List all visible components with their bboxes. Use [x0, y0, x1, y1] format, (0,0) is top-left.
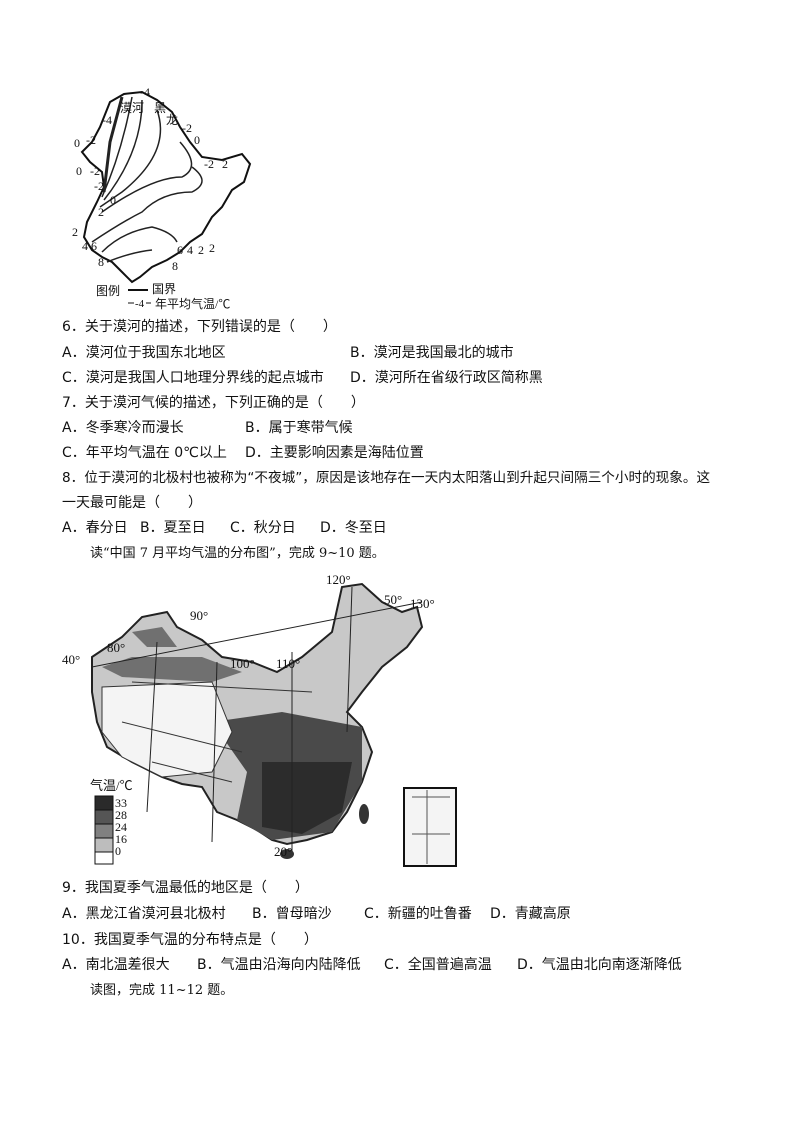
isotherm-label: 0: [76, 164, 82, 178]
legend-title: 气温/℃: [90, 778, 133, 793]
q6-option-a[interactable]: A．漠河位于我国东北地区: [62, 345, 226, 361]
isotherm-label: -2: [182, 121, 192, 135]
legend-isotherm-value: -4: [135, 298, 145, 310]
legend-border: 国界: [152, 282, 176, 296]
q10-option-a[interactable]: A．南北温差很大: [62, 957, 170, 973]
longitude-label: 120°: [326, 572, 351, 587]
isotherm-label: -2: [94, 179, 104, 193]
q7-option-d[interactable]: D．主要影响因素是海陆位置: [245, 445, 424, 461]
legend-value: 16: [115, 832, 127, 846]
isotherm-label: 2: [209, 241, 215, 255]
q8-option-c[interactable]: C．秋分日: [230, 520, 296, 536]
isotherm-label: -2: [86, 133, 96, 147]
isotherm-label: 2: [222, 157, 228, 171]
q10-option-b[interactable]: B．气温由沿海向内陆降低: [197, 957, 361, 973]
legend-value: 24: [115, 820, 127, 834]
question-8-stem: 8．位于漠河的北极村也被称为“不夜城”，原因是该地存在一天内太阳落山到升起只间隔…: [62, 470, 711, 486]
longitude-label: 110°: [276, 656, 300, 671]
isotherm-label: 2: [198, 243, 204, 257]
question-8-stem-cont: 一天最可能是（ ）: [62, 495, 202, 511]
legend-value: 28: [115, 808, 127, 822]
q9-option-d[interactable]: D．青藏高原: [490, 906, 571, 922]
isotherm-label: 6: [177, 243, 183, 257]
isotherm-label: 0: [110, 193, 116, 207]
isotherm-label: -2: [90, 164, 100, 178]
question-10-stem: 10．我国夏季气温的分布特点是（ ）: [62, 932, 318, 948]
legend-value: 0: [115, 844, 121, 858]
q6-option-c[interactable]: C．漠河是我国人口地理分界线的起点城市: [62, 370, 324, 386]
temperature-legend: [94, 795, 114, 865]
longitude-label: 100°: [230, 656, 255, 671]
q6-option-d[interactable]: D．漠河所在省级行政区简称黑: [350, 370, 543, 386]
q7-option-b[interactable]: B．属于寒带气候: [245, 420, 353, 436]
q7-option-a[interactable]: A．冬季寒冷而漫长: [62, 420, 184, 436]
longitude-label: 90°: [190, 608, 208, 623]
question-6-stem: 6．关于漠河的描述，下列错误的是（ ）: [62, 319, 337, 335]
q9-option-b[interactable]: B．曾母暗沙: [252, 906, 332, 922]
q7-option-c[interactable]: C．年平均气温在 0℃以上: [62, 445, 227, 461]
legend-value: 33: [115, 796, 127, 810]
q6-option-b[interactable]: B．漠河是我国最北的城市: [350, 345, 514, 361]
isotherm-label: 4: [82, 239, 88, 253]
longitude-label: 80°: [107, 640, 125, 655]
isotherm-label: -4: [102, 113, 112, 127]
isotherm-label: 8: [172, 259, 178, 273]
q10-option-c[interactable]: C．全国普遍高温: [384, 957, 492, 973]
china-july-temperature-map: 40° 80° 90° 100° 110° 120° 130° 50° 20° …: [62, 572, 457, 867]
q10-option-d[interactable]: D．气温由北向南逐渐降低: [517, 957, 682, 973]
place-label: 漠河: [120, 101, 144, 115]
isotherm-label: 2: [98, 205, 104, 219]
q8-option-b[interactable]: B．夏至日: [140, 520, 206, 536]
latitude-label: 50°: [384, 592, 402, 607]
isotherm-label: 8: [98, 255, 104, 269]
q8-option-d[interactable]: D．冬至日: [320, 520, 387, 536]
instruction-9-10: 读“中国 7 月平均气温的分布图”，完成 9~10 题。: [90, 546, 385, 561]
legend-isotherm: 年平均气温/℃: [155, 296, 230, 311]
isotherm-label: 0: [194, 133, 200, 147]
isotherm-label: 0: [74, 136, 80, 150]
question-9-stem: 9．我国夏季气温最低的地区是（ ）: [62, 880, 309, 896]
q9-option-c[interactable]: C．新疆的吐鲁番: [364, 906, 472, 922]
question-7-stem: 7．关于漠河气候的描述，下列正确的是（ ）: [62, 395, 365, 411]
south-china-sea-inset: [403, 787, 457, 867]
legend-title: 图例: [96, 284, 120, 298]
longitude-label: 40°: [62, 652, 80, 667]
isotherm-label: 4: [187, 243, 193, 257]
place-label: 黑: [154, 101, 166, 115]
q8-option-a[interactable]: A．春分日: [62, 520, 128, 536]
instruction-11-12: 读图，完成 11~12 题。: [90, 983, 234, 998]
isotherm-label: -4: [140, 85, 150, 99]
longitude-label: 130°: [410, 596, 435, 611]
isotherm-label: 2: [72, 225, 78, 239]
isotherm-label: 6: [91, 239, 97, 253]
latitude-label: 20°: [274, 844, 292, 859]
heilongjiang-isotherm-map: 漠河 黑 龙 -4 -4 -2 0 -2 0 -2 0 2 -2 0 -2 2 …: [72, 85, 252, 311]
q9-option-a[interactable]: A．黑龙江省漠河县北极村: [62, 906, 226, 922]
place-label: 龙: [166, 113, 178, 127]
isotherm-label: -2: [204, 157, 214, 171]
